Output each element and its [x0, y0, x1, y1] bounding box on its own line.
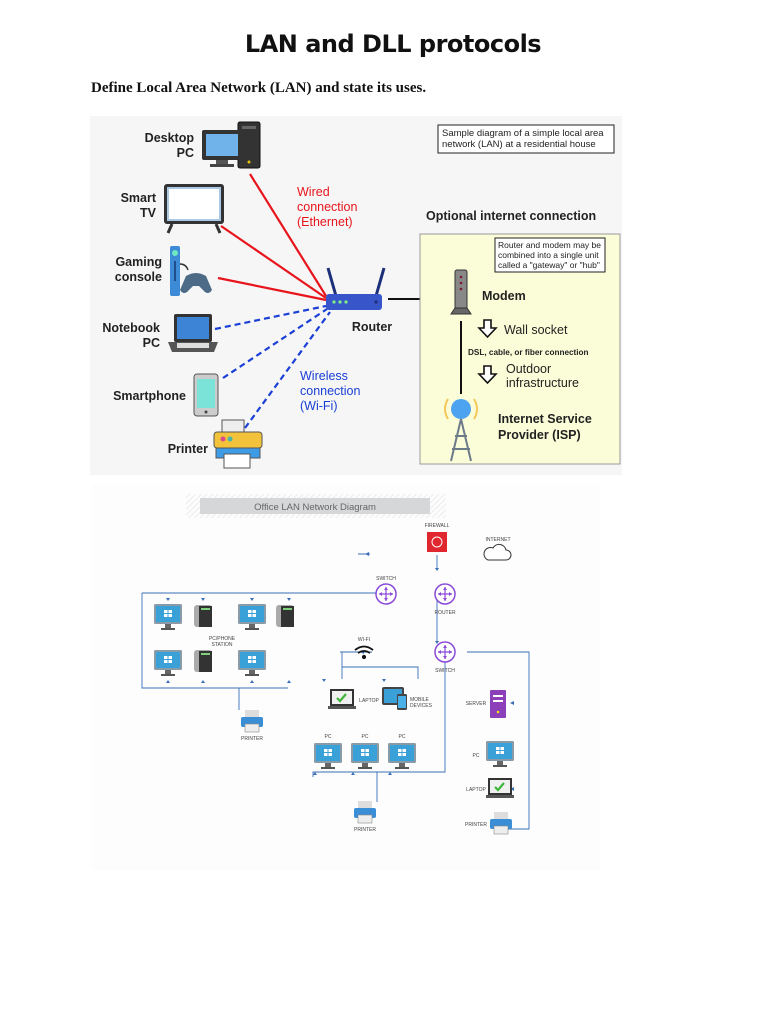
svg-text:PC: PC [362, 734, 369, 740]
internet-heading: Optional internet connection [426, 209, 596, 223]
diagram-title-bar [200, 498, 430, 514]
question-heading: Define Local Area Network (LAN) and stat… [91, 80, 427, 96]
connection-lines [141, 553, 530, 830]
svg-text:Sample diagram of a simple loc: Sample diagram of a simple local areanet… [442, 128, 604, 150]
printer-icon [489, 811, 513, 835]
wifi-icon [354, 645, 374, 660]
pc-icon [314, 743, 342, 769]
pc-icon [388, 743, 416, 769]
svg-text:PRINTER: PRINTER [465, 822, 487, 828]
mobile-devices-icon [382, 687, 407, 710]
modem-label: Modem [482, 289, 526, 303]
svg-text:PC: PC [325, 734, 332, 740]
svg-text:SWITCH: SWITCH [435, 668, 455, 674]
office-lan-diagram: Office LAN Network Diagram FIREWALL INTE… [92, 484, 600, 870]
diagram-title: Office LAN Network Diagram [254, 502, 376, 513]
pc-icon [238, 650, 266, 676]
printer-label: Printer [168, 442, 208, 456]
svg-text:TV: TV [140, 206, 157, 220]
internet-cloud-icon [483, 543, 512, 561]
svg-text:ROUTER: ROUTER [434, 610, 456, 616]
modem-icon [450, 269, 472, 315]
laptop-icon [326, 687, 358, 711]
svg-text:PRINTER: PRINTER [354, 827, 376, 833]
smartphone-label: Smartphone [113, 389, 186, 403]
printer-icon [240, 709, 264, 733]
phone-icon [194, 605, 212, 627]
svg-text:LAPTOP: LAPTOP [359, 698, 379, 704]
laptop-icon [484, 776, 516, 800]
pc-icon [486, 741, 514, 767]
svg-text:LAPTOP: LAPTOP [466, 787, 486, 793]
smartphone-icon [193, 373, 219, 417]
gateway-note [494, 237, 606, 273]
svg-text:PRINTER: PRINTER [241, 736, 263, 742]
router-icon [326, 267, 386, 310]
gaming-console-icon [170, 246, 212, 296]
firewall-icon [427, 532, 447, 552]
console-label: Gaming [115, 255, 162, 269]
switch-icon [375, 583, 397, 605]
isp-tower-icon [444, 398, 478, 462]
residential-lan-diagram: Desktop PC Smart TV Gaming console Noteb… [90, 116, 622, 475]
wall-socket-label: Wall socket [504, 323, 568, 337]
desktop-pc-icon [202, 121, 261, 169]
pc-icon [154, 650, 182, 676]
svg-text:PC: PC [177, 146, 194, 160]
svg-text:console: console [115, 270, 162, 284]
svg-text:SWITCH: SWITCH [376, 576, 396, 582]
tv-label: Smart [121, 191, 157, 205]
wired-connections [217, 173, 327, 302]
svg-text:INTERNET: INTERNET [486, 537, 511, 543]
page-title: LAN and DLL protocols [244, 30, 542, 58]
svg-text:PC: PC [399, 734, 406, 740]
pc-icon [238, 604, 266, 630]
phone-icon [194, 650, 212, 672]
down-arrow-icon [477, 319, 498, 339]
caption-box [437, 124, 615, 154]
svg-text:PC: PC [473, 753, 480, 759]
svg-text:WI-FI: WI-FI [358, 637, 370, 643]
notebook-pc-icon [168, 314, 218, 352]
switch-icon [434, 641, 456, 663]
printer-icon [213, 419, 263, 469]
svg-text:PC: PC [143, 336, 160, 350]
router-icon [434, 583, 456, 605]
dsl-label: DSL, cable, or fiber connection [468, 348, 589, 357]
svg-text:SERVER: SERVER [466, 701, 487, 707]
desktop-label: Desktop [145, 131, 195, 145]
pc-icon [351, 743, 379, 769]
pc-icon [154, 604, 182, 630]
smart-tv-icon [164, 184, 224, 234]
wireless-connections [214, 304, 331, 429]
router-label: Router [352, 320, 392, 334]
phone-icon [276, 605, 294, 627]
notebook-label: Notebook [102, 321, 160, 335]
printer-icon [353, 800, 377, 824]
server-icon [490, 690, 506, 718]
down-arrow-icon [477, 365, 498, 385]
svg-text:FIREWALL: FIREWALL [425, 523, 450, 529]
